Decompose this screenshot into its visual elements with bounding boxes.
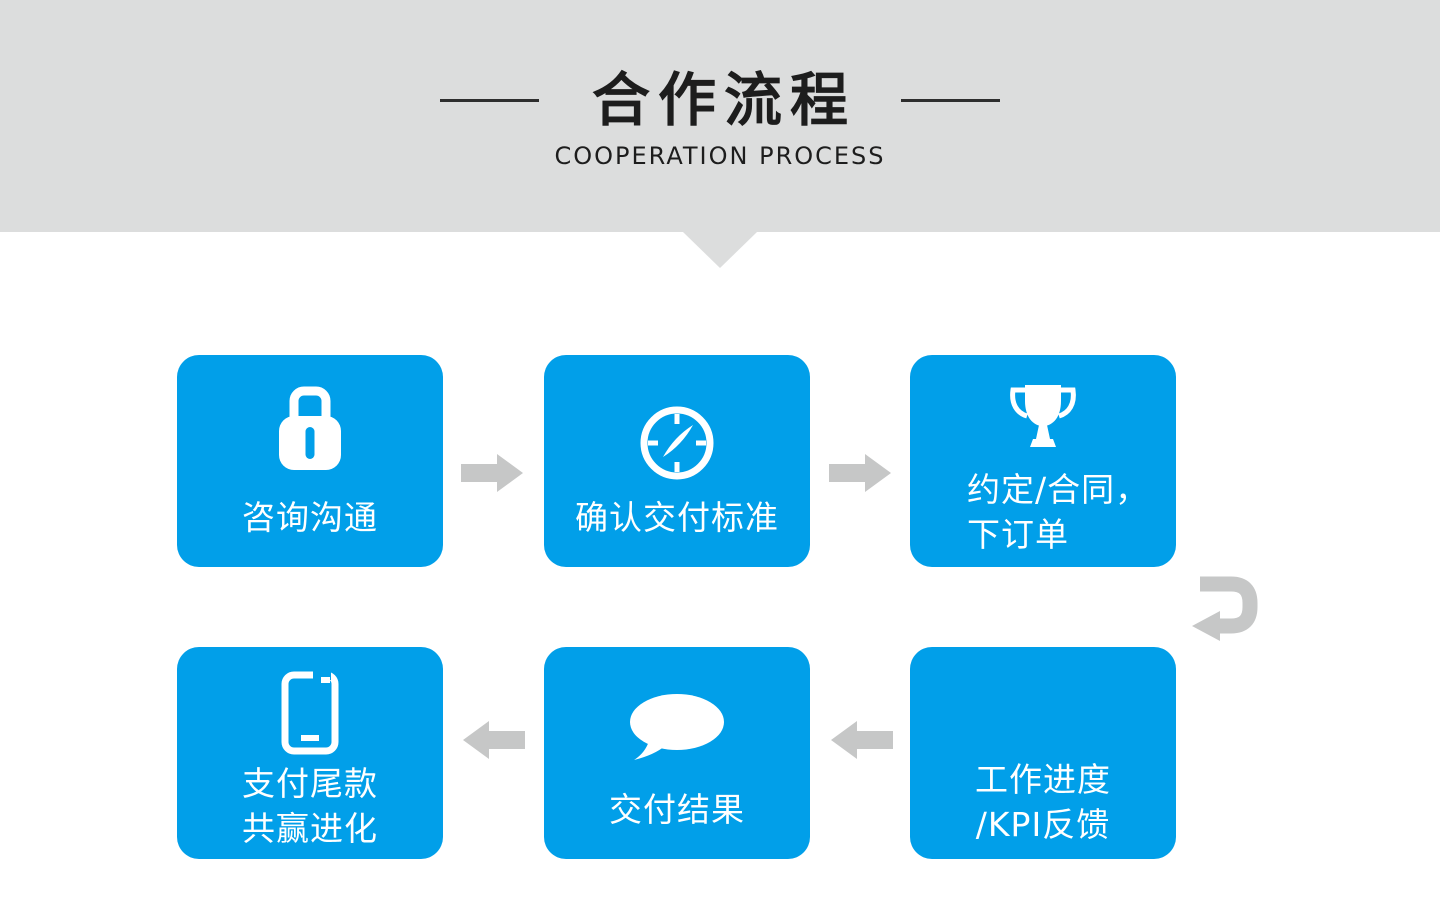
step-label: 咨询沟通 [242,498,378,537]
step-label: 确认交付标准 [575,498,779,537]
title-row: 合作流程 [0,0,1440,130]
step-card-progress-kpi: 工作进度 /KPI反馈 [910,647,1176,859]
compass-icon [640,406,714,480]
step-card-final-payment: 支付尾款 共赢进化 [177,647,443,859]
arrow-left-icon [831,721,893,759]
banner-pointer-triangle [683,232,757,268]
step-card-contract-order: 约定/合同， 下订单 [910,355,1176,567]
page-title: 合作流程 [591,66,856,134]
step-card-confirm-standard: 确认交付标准 [544,355,810,567]
title-dash-left [439,98,539,102]
trophy-icon [1010,385,1076,447]
page-subtitle: COOPERATION PROCESS [554,142,886,170]
lock-icon [279,386,341,470]
step-label: 支付尾款 共赢进化 [242,764,378,848]
step-label: 交付结果 [609,790,745,829]
step-label: 约定/合同， 下订单 [967,470,1150,554]
step-card-consult: 咨询沟通 [177,355,443,567]
title-dash-right [901,98,1000,102]
arrow-right-icon [461,454,523,492]
speech-bubble-icon [630,694,724,760]
arrow-left-icon [463,721,525,759]
step-card-deliver-results: 交付结果 [544,647,810,859]
step-label: 工作进度 /KPI反馈 [975,760,1111,844]
u-turn-arrow-icon [1192,576,1258,641]
arrow-right-icon [829,454,891,492]
phone-icon [281,671,339,755]
header-banner: 合作流程 COOPERATION PROCESS [0,0,1440,232]
